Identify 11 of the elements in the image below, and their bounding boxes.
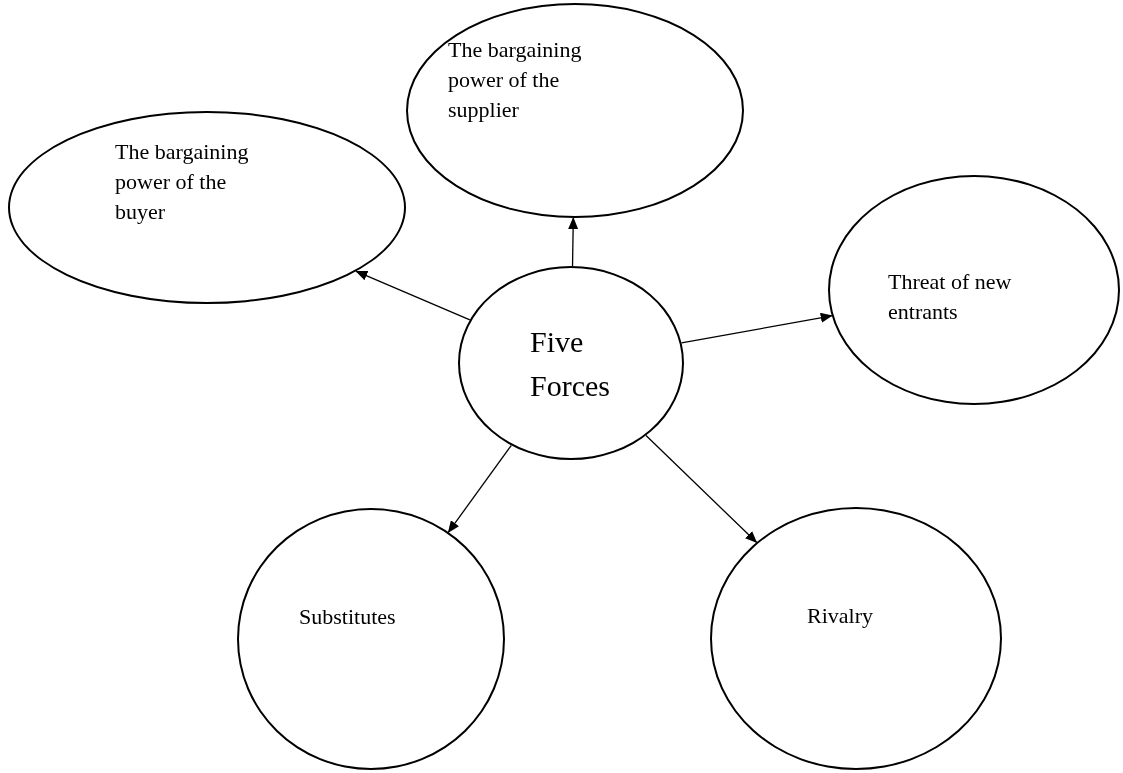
arrow [645,434,758,543]
arrow [355,270,471,321]
arrow [447,444,512,533]
force-label: The bargaining power of the buyer [115,138,250,226]
force-label: Substitutes [299,603,397,631]
force-label: The bargaining power of the supplier [448,36,583,124]
force-label: Five Forces [530,324,611,404]
force-label: Rivalry [807,602,874,630]
arrow [568,217,579,267]
arrow [680,312,833,344]
force-label: Threat of new entrants [888,268,1013,326]
